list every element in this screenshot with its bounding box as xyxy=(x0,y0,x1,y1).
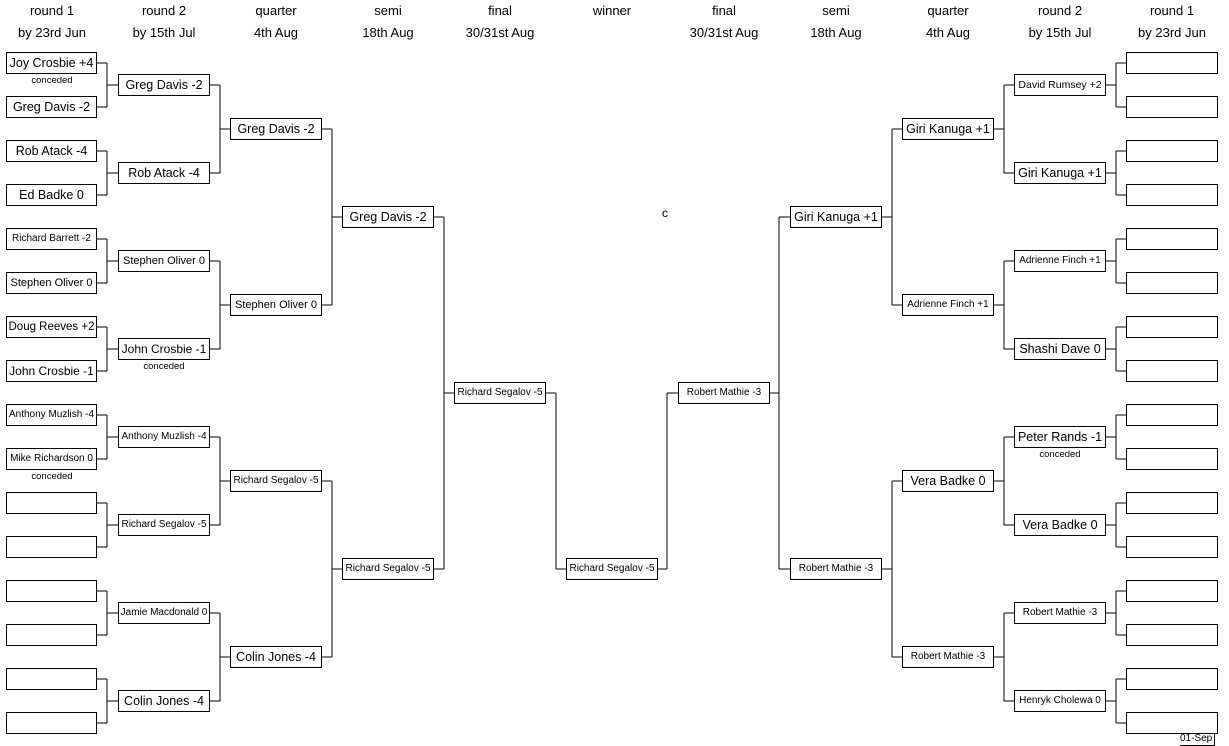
footer-date: 01-Sep xyxy=(1180,733,1216,746)
r-r2-slot-2: Giri Kanuga +1 xyxy=(1014,162,1106,184)
r-r2-slot-5: Peter Rands -1 xyxy=(1014,426,1106,448)
r-qf-slot-2: Adrienne Finch +1 xyxy=(902,294,994,316)
l-r2-slot-1: Greg Davis -2 xyxy=(118,74,210,96)
winner-slot: Richard Segalov -5 xyxy=(566,558,658,580)
r-r2-slot-7: Robert Mathie -3 xyxy=(1014,602,1106,624)
l-r1-slot-13 xyxy=(6,580,97,602)
l-r1-slot-2: Greg Davis -2 xyxy=(6,96,97,118)
l-r2-slot-3: Stephen Oliver 0 xyxy=(118,250,210,272)
l-qf-slot-3: Richard Segalov -5 xyxy=(230,470,322,492)
r-r1-slot-9 xyxy=(1126,404,1218,426)
l-r2-slot-2: Rob Atack -4 xyxy=(118,162,210,184)
l-r1-slot-6: Stephen Oliver 0 xyxy=(6,272,97,294)
l-r1-slot-3: Rob Atack -4 xyxy=(6,140,97,162)
r-r1-slot-16 xyxy=(1126,712,1218,734)
r-r2-slot-1: David Rumsey +2 xyxy=(1014,74,1106,96)
r-r1-slot-7 xyxy=(1126,316,1218,338)
l-r1-slot-16 xyxy=(6,712,97,734)
r-r2-slot-4: Shashi Dave 0 xyxy=(1014,338,1106,360)
l-r1-slot-14 xyxy=(6,624,97,646)
r-r1-slot-8 xyxy=(1126,360,1218,382)
l-r1-slot-11 xyxy=(6,492,97,514)
l-r2-conceded-note: conceded xyxy=(143,361,185,372)
r-r1-slot-5 xyxy=(1126,228,1218,250)
r-r1-slot-11 xyxy=(1126,492,1218,514)
r-r1-slot-4 xyxy=(1126,184,1218,206)
r-qf-slot-3: Vera Badke 0 xyxy=(902,470,994,492)
l-r2-slot-8: Colin Jones -4 xyxy=(118,690,210,712)
l-r1-conceded-note-2: conceded xyxy=(31,471,73,482)
r-r1-slot-10 xyxy=(1126,448,1218,470)
r-r1-slot-14 xyxy=(1126,624,1218,646)
r-r2-slot-8: Henryk Cholewa 0 xyxy=(1014,690,1106,712)
r-r1-slot-13 xyxy=(1126,580,1218,602)
l-qf-slot-4: Colin Jones -4 xyxy=(230,646,322,668)
l-r1-slot-1: Joy Crosbie +4 xyxy=(6,52,97,74)
l-qf-slot-2: Stephen Oliver 0 xyxy=(230,294,322,316)
l-r1-conceded-note-1: conceded xyxy=(31,75,73,86)
l-sf-slot-2: Richard Segalov -5 xyxy=(342,558,434,580)
l-r1-slot-9: Anthony Muzlish -4 xyxy=(6,404,97,426)
r-r2-conceded-note: conceded xyxy=(1039,449,1081,460)
r-r1-slot-15 xyxy=(1126,668,1218,690)
r-r1-slot-1 xyxy=(1126,52,1218,74)
l-r1-slot-8: John Crosbie -1 xyxy=(6,360,97,382)
r-r1-slot-12 xyxy=(1126,536,1218,558)
l-r2-slot-4: John Crosbie -1 xyxy=(118,338,210,360)
r-r1-slot-3 xyxy=(1126,140,1218,162)
r-sf-slot-2: Robert Mathie -3 xyxy=(790,558,882,580)
l-r1-slot-5: Richard Barrett -2 xyxy=(6,228,97,250)
r-sf-slot-1: Giri Kanuga +1 xyxy=(790,206,882,228)
r-r1-slot-6 xyxy=(1126,272,1218,294)
r-final-slot: Robert Mathie -3 xyxy=(678,382,770,404)
l-r1-slot-4: Ed Badke 0 xyxy=(6,184,97,206)
r-r1-slot-2 xyxy=(1126,96,1218,118)
header-winner: winner xyxy=(592,3,632,18)
l-r2-slot-7: Jamie Macdonald 0 xyxy=(118,602,210,624)
l-r1-slot-12 xyxy=(6,536,97,558)
l-r2-slot-6: Richard Segalov -5 xyxy=(118,514,210,536)
stray-mark: c xyxy=(662,206,668,220)
r-r2-slot-3: Adrienne Finch +1 xyxy=(1014,250,1106,272)
l-r2-slot-5: Anthony Muzlish -4 xyxy=(118,426,210,448)
l-r1-slot-10: Mike Richardson 0 xyxy=(6,448,97,470)
r-qf-slot-4: Robert Mathie -3 xyxy=(902,646,994,668)
r-r2-slot-6: Vera Badke 0 xyxy=(1014,514,1106,536)
l-r1-slot-7: Doug Reeves +2 xyxy=(6,316,97,338)
l-sf-slot-1: Greg Davis -2 xyxy=(342,206,434,228)
l-final-slot: Richard Segalov -5 xyxy=(454,382,546,404)
l-r1-slot-15 xyxy=(6,668,97,690)
l-qf-slot-1: Greg Davis -2 xyxy=(230,118,322,140)
r-qf-slot-1: Giri Kanuga +1 xyxy=(902,118,994,140)
